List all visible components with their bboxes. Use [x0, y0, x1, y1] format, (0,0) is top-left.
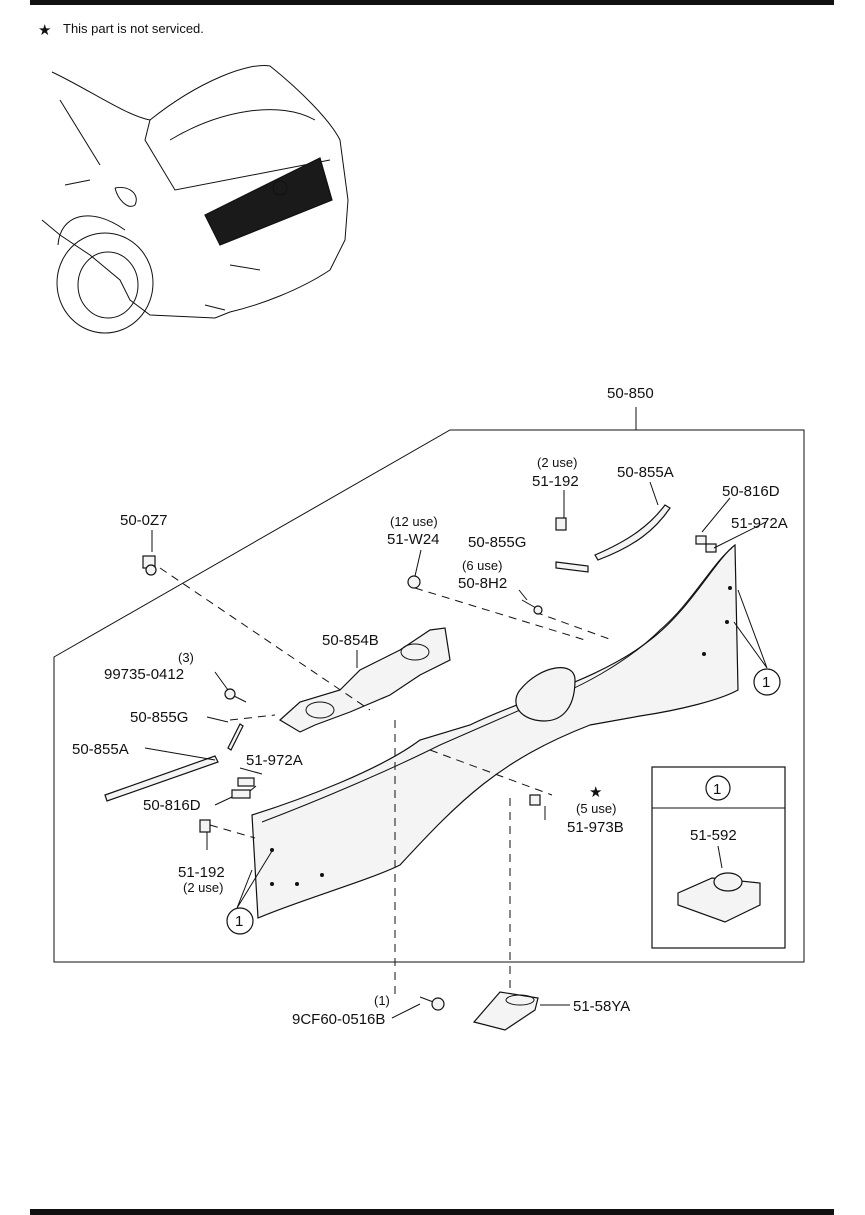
label-51-192-right-qty: (2 use) [537, 455, 577, 470]
ref-circle-right: 1 [753, 668, 781, 696]
label-50-855A-left: 50-855A [72, 741, 129, 758]
top-border [30, 0, 834, 5]
svg-text:1: 1 [235, 913, 243, 930]
label-99735-qty: (3) [178, 650, 194, 665]
label-51-192-right: 51-192 [532, 473, 579, 490]
assembly-frame [53, 429, 805, 963]
pad-51-972A-left [237, 777, 255, 787]
label-51-972A-right: 51-972A [731, 515, 788, 532]
clip-50-0Z7 [142, 555, 157, 576]
label-50-854B: 50-854B [322, 632, 379, 649]
not-serviced-note: This part is not serviced. [63, 21, 204, 36]
vehicle-overview [41, 64, 349, 334]
inset-detail: 1 51-592 [651, 766, 786, 949]
emblem-recess [515, 667, 576, 722]
inset-title: 1 [713, 781, 721, 798]
label-51-972A-left: 51-972A [246, 752, 303, 769]
label-50-816D-left: 50-816D [143, 797, 201, 814]
label-50-0Z7: 50-0Z7 [120, 512, 168, 529]
svg-text:1: 1 [762, 674, 770, 691]
label-50-855A-right: 50-855A [617, 464, 674, 481]
pad-50-816D-left [231, 789, 251, 799]
label-50-850: 50-850 [607, 385, 654, 402]
label-50-855G-left: 50-855G [130, 709, 188, 726]
moulding-50-855A-right [594, 504, 671, 561]
seal-50-855G-right [555, 561, 589, 573]
label-51-192-left: 51-192 [178, 864, 225, 881]
label-50-816D-right: 50-816D [722, 483, 780, 500]
nut-51-W24 [407, 575, 421, 589]
bracket-50-854B [278, 627, 451, 733]
label-51-58YA: 51-58YA [573, 998, 630, 1015]
label-9CF60-qty: (1) [374, 993, 390, 1008]
label-51-W24: 51-W24 [387, 531, 440, 548]
bolt-50-8H2 [521, 599, 543, 615]
label-51-192-left-qty: (2 use) [183, 880, 223, 895]
bolt-9CF60-0516B [419, 996, 445, 1011]
pad-50-816D-right [695, 535, 707, 545]
clip-51-192-right [555, 517, 567, 531]
inset-part-label: 51-592 [690, 827, 737, 844]
clip-51-592 [677, 877, 761, 923]
seal-50-855G-left [227, 723, 244, 751]
moulding-50-855A-left [104, 755, 219, 802]
label-50-8H2-qty: (6 use) [462, 558, 502, 573]
rear-garnish-panel [251, 543, 739, 919]
screw-99735-0412 [224, 688, 247, 703]
label-50-855G-right: 50-855G [468, 534, 526, 551]
bottom-border [30, 1209, 834, 1215]
label-99735-0412: 99735-0412 [104, 666, 184, 683]
not-serviced-star: ★ [38, 22, 51, 39]
label-50-8H2: 50-8H2 [458, 575, 507, 592]
label-51-W24-qty: (12 use) [390, 514, 438, 529]
label-51-973B-star: ★ [589, 784, 602, 801]
label-51-973B-qty: (5 use) [576, 801, 616, 816]
ref-circle-left: 1 [226, 907, 254, 935]
clip-51-192-left [199, 819, 211, 833]
label-51-973B: 51-973B [567, 819, 624, 836]
pad-51-972A-right [705, 543, 717, 553]
label-9CF60-0516B: 9CF60-0516B [292, 1011, 385, 1028]
light-51-58YA [472, 991, 539, 1031]
pad-51-973B [529, 794, 541, 806]
